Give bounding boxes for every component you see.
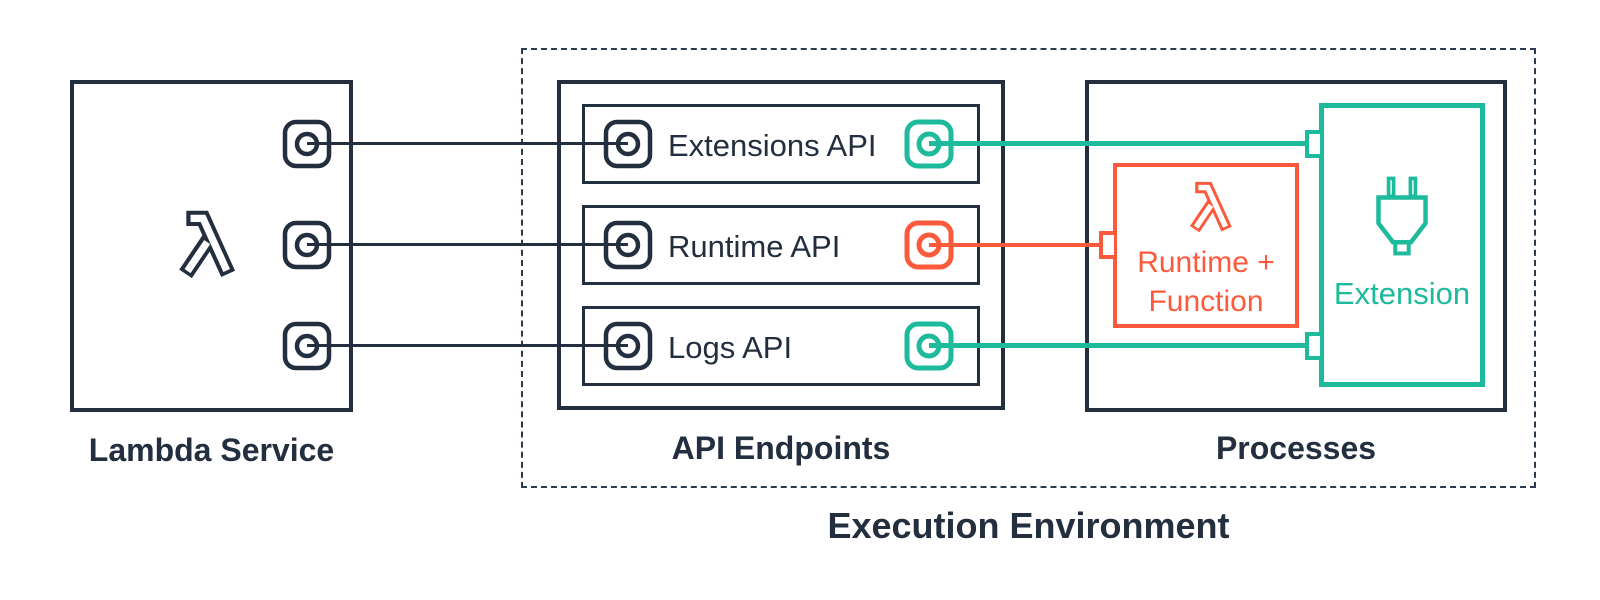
lambda-icon — [1177, 179, 1234, 236]
runtime-function-socket-tab — [1099, 231, 1114, 259]
socket-port-icon — [903, 219, 955, 271]
lambda-icon — [162, 207, 238, 283]
runtime-api-label: Runtime API — [668, 229, 841, 264]
extension-box — [1319, 103, 1485, 387]
api-endpoints-label: API Endpoints — [671, 430, 891, 466]
socket-port-icon — [281, 219, 333, 271]
runtime-function-box — [1113, 163, 1299, 328]
socket-port-icon — [281, 320, 333, 372]
connector-lambda-to-runtime-api — [307, 243, 628, 246]
connector-runtime-api-to-runtime-function — [929, 243, 1103, 247]
execution-environment-boundary — [521, 48, 1536, 488]
runtime-function-label-line2: Function — [1148, 285, 1264, 318]
extension-socket-tab-top — [1305, 130, 1320, 158]
socket-port-icon — [281, 118, 333, 170]
logs-api-label: Logs API — [668, 330, 793, 365]
extensions-api-label: Extensions API — [668, 128, 877, 163]
lambda-service-label: Lambda Service — [88, 432, 335, 468]
socket-port-icon — [602, 219, 654, 271]
runtime-function-label: Runtime + Function — [1113, 243, 1299, 321]
runtime-function-label-line1: Runtime + — [1137, 246, 1275, 279]
connector-extensions-api-to-extension — [929, 141, 1308, 146]
connector-lambda-to-extensions-api — [307, 142, 628, 145]
power-plug-icon — [1374, 176, 1430, 257]
connector-logs-api-to-extension — [929, 343, 1308, 348]
extension-socket-tab-bottom — [1305, 332, 1320, 360]
lambda-service-box — [70, 80, 353, 412]
socket-port-icon — [903, 118, 955, 170]
connector-lambda-to-logs-api — [307, 344, 628, 347]
execution-environment-label: Execution Environment — [827, 505, 1230, 546]
processes-label: Processes — [1215, 430, 1377, 466]
socket-port-icon — [903, 320, 955, 372]
socket-port-icon — [602, 320, 654, 372]
extension-label: Extension — [1333, 276, 1471, 311]
socket-port-icon — [602, 118, 654, 170]
